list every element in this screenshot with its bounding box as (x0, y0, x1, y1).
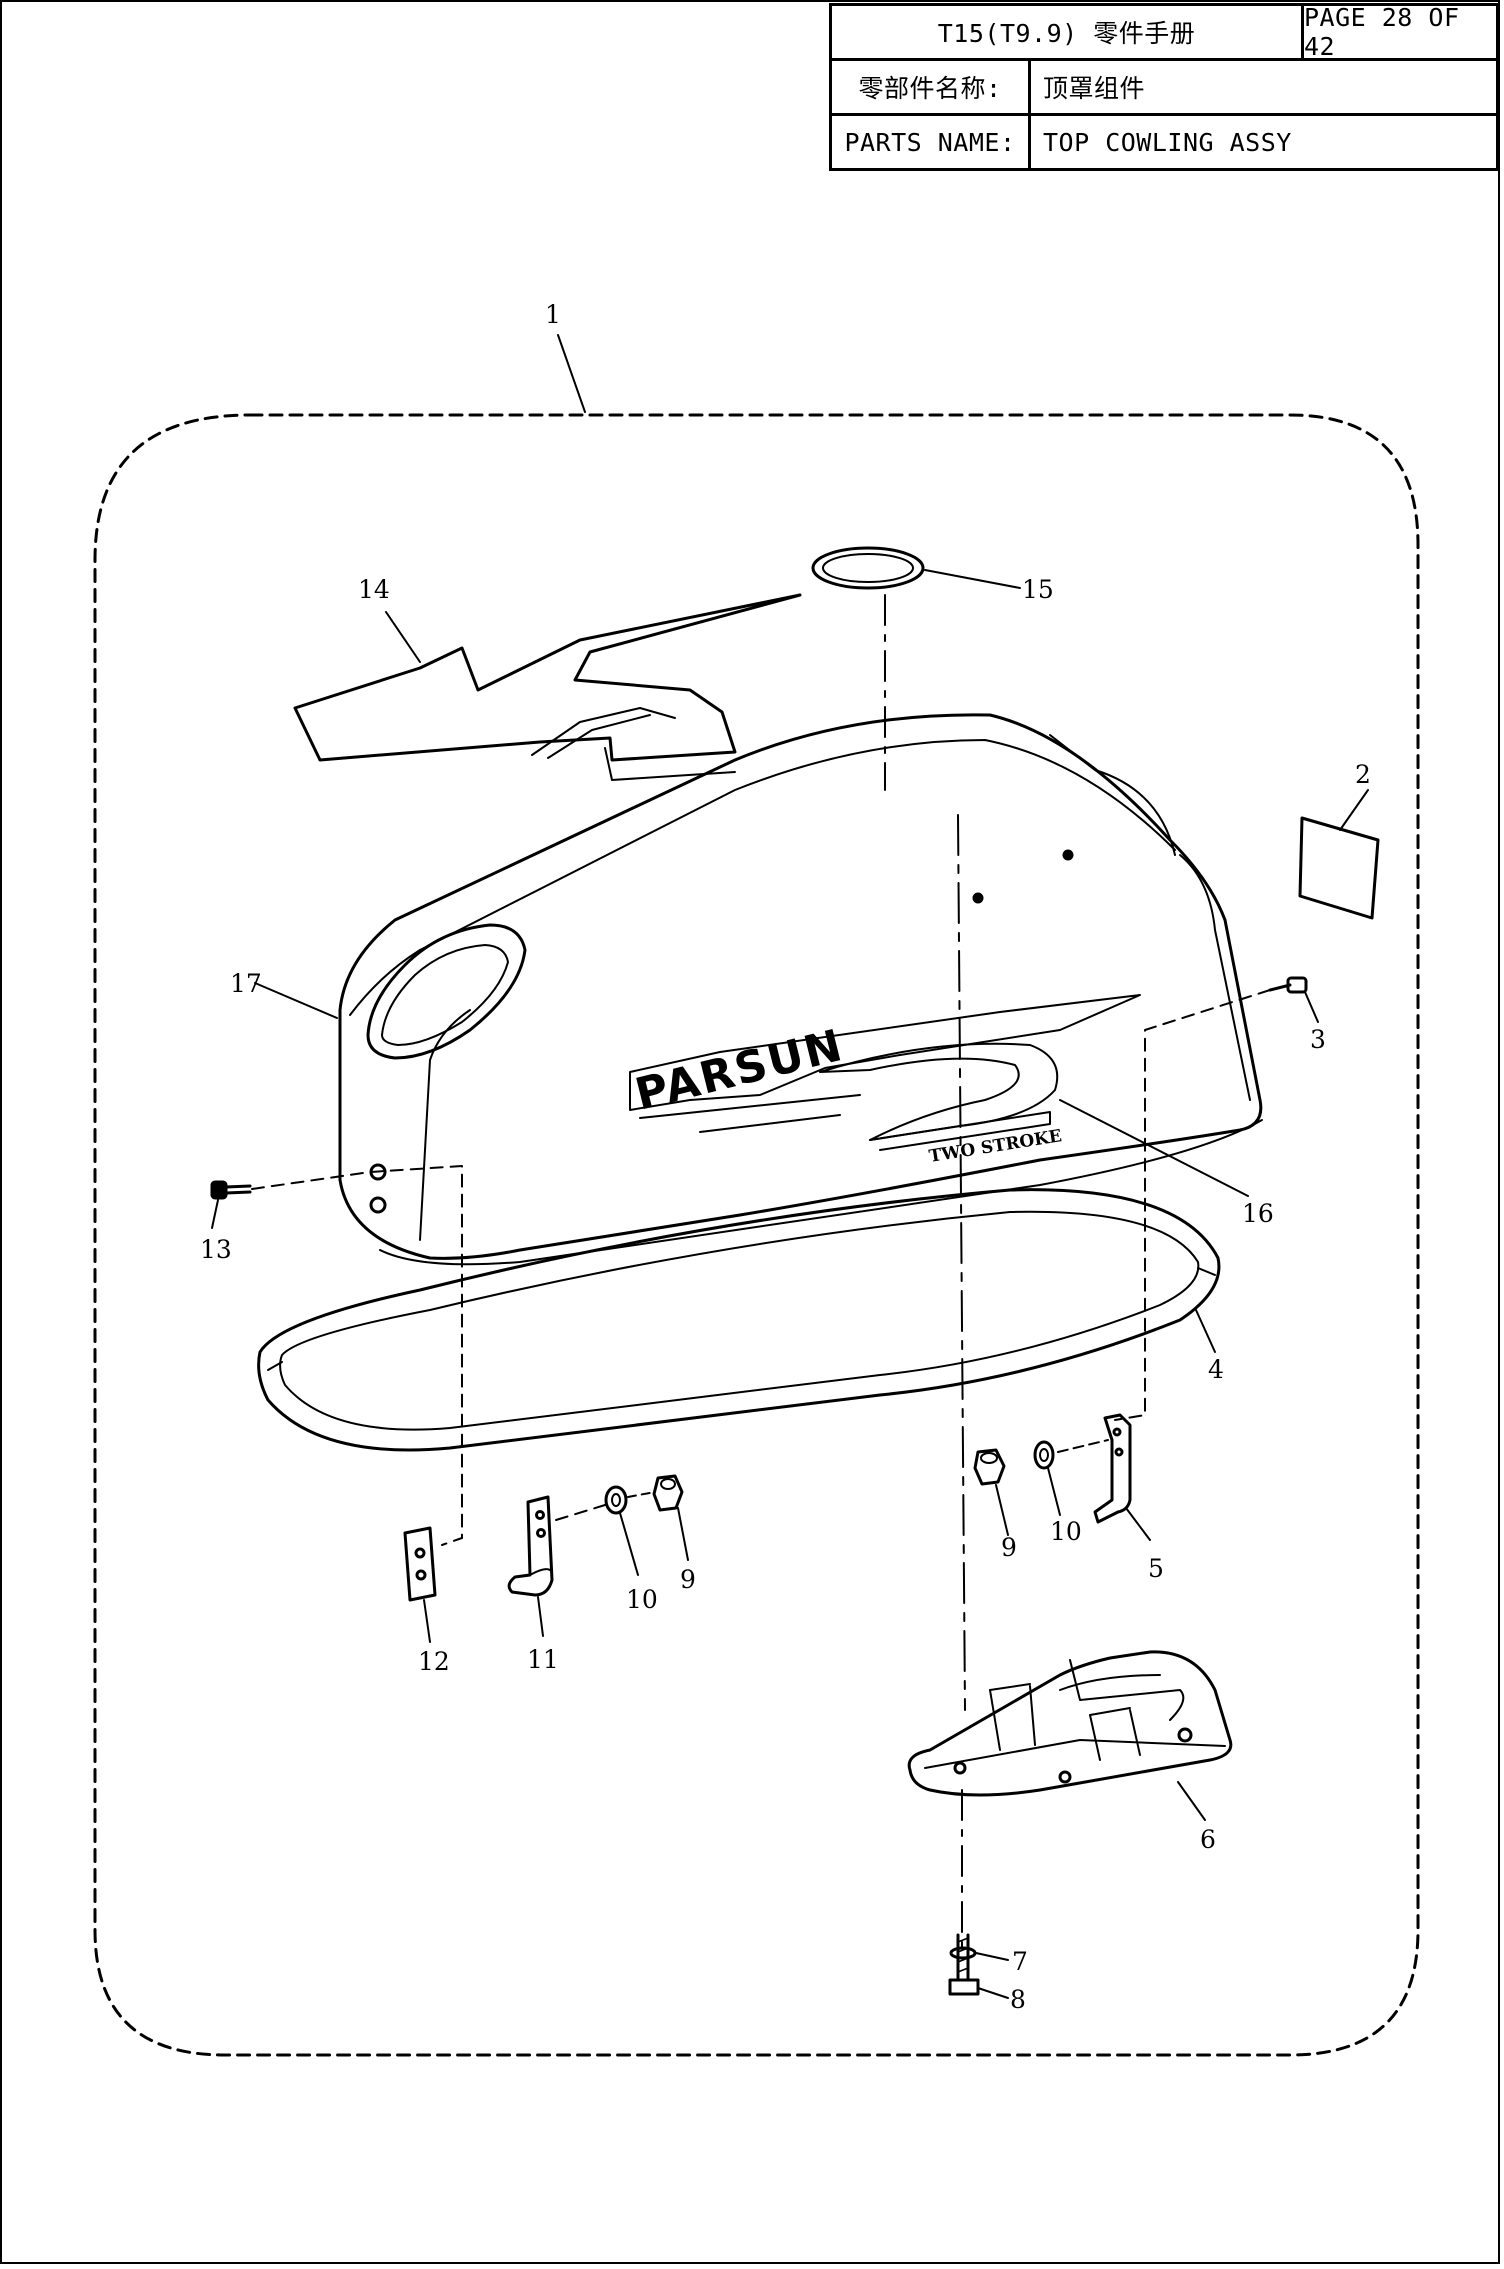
leader-12 (423, 1599, 431, 1643)
leader-8 (977, 1987, 1009, 1999)
leader-5 (1125, 1507, 1151, 1541)
callout-2: 2 (1355, 760, 1371, 789)
part-5-bracket (1093, 1413, 1132, 1524)
callout-4: 4 (1208, 1355, 1224, 1384)
part-11-bracket (507, 1495, 554, 1597)
parts-name-label-en: PARTS NAME: (832, 116, 1031, 168)
callout-14: 14 (358, 575, 390, 604)
callout-15: 15 (1022, 575, 1054, 604)
callout-10-right: 10 (1050, 1517, 1082, 1546)
parts-name-label-cn: 零部件名称: (832, 61, 1031, 113)
part-8-bolt (948, 1933, 980, 1996)
part-12-plate (403, 1526, 437, 1602)
part-15-ring-decal (811, 546, 925, 590)
part-2-label (1298, 816, 1380, 920)
callout-7: 7 (1012, 1947, 1028, 1976)
leader-11 (537, 1596, 544, 1637)
leader-10-left (619, 1512, 639, 1576)
callout-3: 3 (1310, 1025, 1326, 1054)
part-10-washer-left (604, 1485, 628, 1515)
callout-9-left: 9 (680, 1565, 696, 1594)
leader-3 (1304, 991, 1319, 1023)
callout-1: 1 (545, 300, 561, 329)
leader-16 (1059, 1099, 1249, 1197)
part-17-top-cowling (338, 713, 1263, 1266)
leader-6 (1177, 1781, 1206, 1821)
center-line-11 (555, 1504, 606, 1521)
parts-name-value-cn: 顶罩组件 (1043, 74, 1146, 103)
part-10-washer-right (1033, 1440, 1055, 1470)
leader-15 (924, 569, 1021, 589)
part-3-screw (1268, 976, 1308, 994)
assembly-boundary (93, 413, 1420, 2057)
callout-11: 11 (527, 1645, 559, 1674)
part-14-decal-stripe (293, 593, 802, 781)
leader-9-right (995, 1484, 1009, 1536)
part-6-bottom-bracket (907, 1650, 1233, 1797)
leader-10-right (1047, 1467, 1061, 1516)
callout-numbers: 1 2 3 4 5 6 7 8 9 10 9 10 11 12 13 14 15… (200, 300, 1371, 2014)
center-line-3 (1114, 989, 1271, 1421)
leader-9-left (677, 1507, 689, 1561)
callout-8: 8 (1010, 1985, 1026, 2014)
leader-1 (557, 334, 586, 413)
leader-4 (1195, 1309, 1216, 1353)
callout-16: 16 (1242, 1199, 1274, 1228)
callout-10-left: 10 (626, 1585, 658, 1614)
leader-7 (975, 1952, 1009, 1961)
cowling-brand-text: PARSUN (630, 1020, 848, 1121)
en-name-row: PARTS NAME: TOP COWLING ASSY (832, 116, 1496, 168)
callout-9-right: 9 (1001, 1533, 1017, 1562)
parts-name-value-en: TOP COWLING ASSY (1043, 127, 1292, 157)
part-9-nut-right (973, 1448, 1006, 1486)
leader-14 (385, 611, 421, 663)
page-indicator: PAGE 28 OF 42 (1304, 3, 1460, 61)
center-line-13 (251, 1165, 463, 1546)
cn-name-row: 零部件名称: 顶罩组件 (832, 61, 1496, 116)
callout-5: 5 (1148, 1554, 1164, 1583)
leader-2 (1339, 789, 1369, 831)
part-9-nut-left (652, 1474, 684, 1512)
title-row: T15(T9.9) 零件手册 PAGE 28 OF 42 (832, 3, 1496, 61)
center-line-main (957, 814, 966, 1711)
callout-6: 6 (1200, 1825, 1216, 1854)
title-block: T15(T9.9) 零件手册 PAGE 28 OF 42 零部件名称: 顶罩组件… (829, 3, 1499, 171)
callout-12: 12 (418, 1647, 450, 1676)
leader-13 (211, 1199, 219, 1229)
manual-title: T15(T9.9) 零件手册 (832, 6, 1304, 58)
callout-13: 13 (200, 1235, 232, 1264)
callout-17: 17 (230, 969, 262, 998)
part-13-screw (210, 1180, 252, 1200)
part-4-seal (257, 1188, 1221, 1452)
leader-17 (254, 982, 338, 1019)
